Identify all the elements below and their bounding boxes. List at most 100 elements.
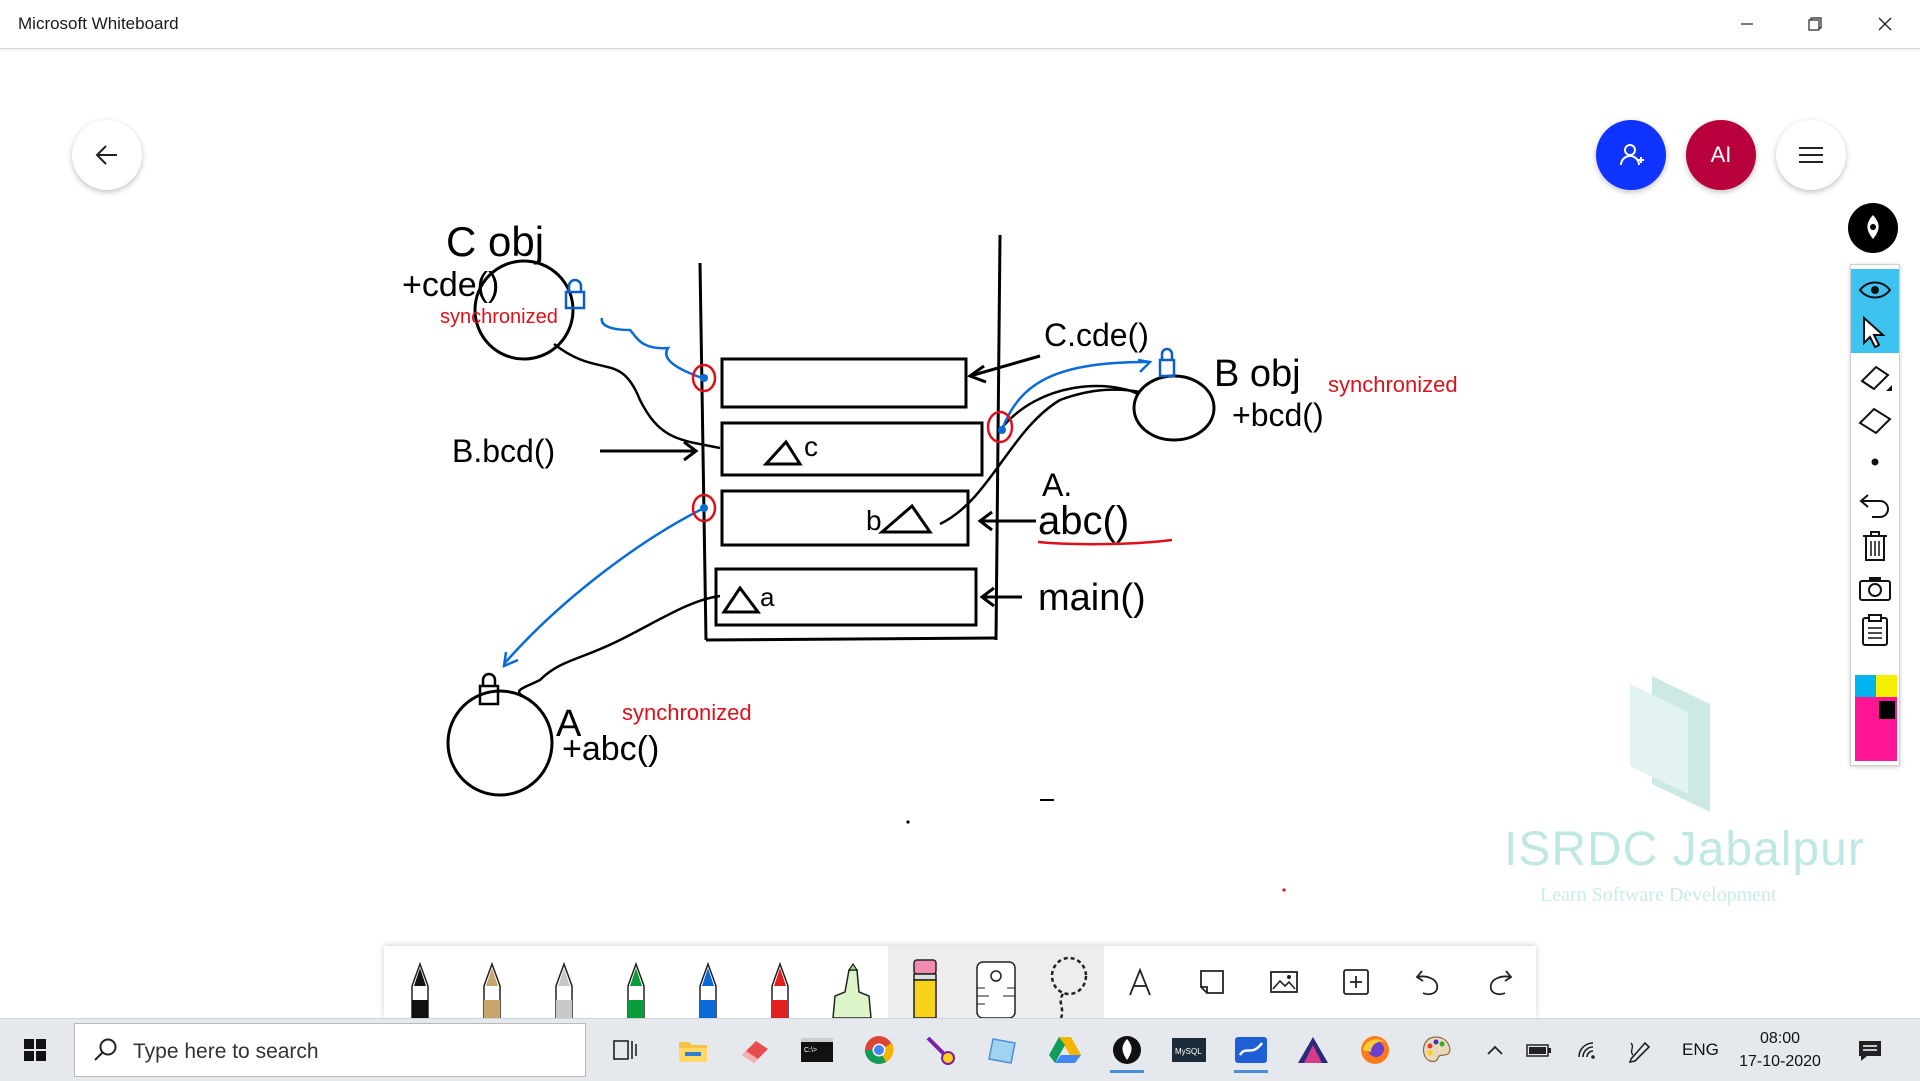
tray-clock[interactable]: 08:00 17-10-2020: [1720, 1027, 1840, 1073]
lock-c-icon: [566, 280, 584, 308]
start-button[interactable]: [0, 1019, 70, 1081]
sidebar-select-button[interactable]: [1851, 311, 1899, 353]
tray-battery[interactable]: [1522, 1019, 1556, 1081]
redo-icon: [1485, 967, 1515, 997]
close-button[interactable]: [1854, 0, 1916, 48]
taskbar-paint[interactable]: [1412, 1025, 1462, 1075]
link-c-to-frame: [554, 344, 720, 448]
tray-pen-workspace[interactable]: [1622, 1019, 1658, 1081]
taskbar-pointer-app[interactable]: [916, 1025, 966, 1075]
eraser-app-icon: [738, 1035, 772, 1065]
task-view-button[interactable]: [600, 1025, 650, 1075]
clock-date: 17-10-2020: [1720, 1050, 1840, 1073]
taskbar-whiteboard[interactable]: [1226, 1025, 1276, 1075]
taskbar-ide[interactable]: [1288, 1025, 1338, 1075]
frame-a-label: a: [760, 582, 775, 612]
window-title: Microsoft Whiteboard: [18, 14, 179, 34]
pen-tool-logo[interactable]: [1848, 203, 1898, 253]
label-b-method: +bcd(): [1232, 397, 1324, 433]
palette-swatch-cyan[interactable]: [1855, 675, 1876, 697]
sidebar-view-button[interactable]: [1851, 269, 1899, 311]
notification-icon: [1857, 1038, 1883, 1062]
label-a-method: +abc(): [562, 730, 659, 768]
taskbar-google-drive[interactable]: [1040, 1025, 1090, 1075]
pen-black-tool[interactable]: [384, 946, 456, 1018]
ruler-tool[interactable]: [960, 946, 1032, 1018]
arrow-c-call: [970, 356, 1040, 382]
inking-toolbar: [384, 946, 1536, 1018]
taskbar-eraser-app[interactable]: [730, 1025, 780, 1075]
palette-swatch-black[interactable]: [1879, 701, 1895, 719]
search-box[interactable]: Type here to search: [74, 1023, 586, 1077]
tray-language[interactable]: ENG: [1682, 1040, 1719, 1060]
minimize-button[interactable]: [1716, 0, 1778, 48]
pencil-tool[interactable]: [888, 946, 960, 1018]
arrow-b-call: [600, 442, 696, 460]
invite-button[interactable]: [1596, 120, 1666, 190]
sidebar-undo-button[interactable]: [1851, 483, 1899, 525]
lasso-tool[interactable]: [1032, 946, 1104, 1018]
pen-blue-tool[interactable]: [672, 946, 744, 1018]
dot-icon: [1870, 457, 1880, 467]
pen-nib-icon: [1858, 213, 1888, 243]
sticky-note-tool[interactable]: [1176, 946, 1248, 1018]
redo-button[interactable]: [1464, 946, 1536, 1018]
menu-button[interactable]: [1776, 120, 1846, 190]
sidebar-stroke-eraser-button[interactable]: [1851, 357, 1899, 399]
image-tool[interactable]: [1248, 946, 1320, 1018]
text-tool[interactable]: [1104, 946, 1176, 1018]
pen-red-tool[interactable]: [744, 946, 816, 1018]
taskbar-whiteboard-pen[interactable]: [1102, 1025, 1152, 1075]
restore-button[interactable]: [1784, 0, 1846, 48]
taskbar-file-explorer[interactable]: [668, 1025, 718, 1075]
sidebar-camera-button[interactable]: [1851, 567, 1899, 609]
frame-b-label: b: [866, 505, 882, 536]
hamburger-icon: [1797, 145, 1825, 165]
pen-icon: [400, 956, 440, 1018]
sidebar-thickness-button[interactable]: [1851, 441, 1899, 483]
taskbar-notepad[interactable]: [978, 1025, 1028, 1075]
sidebar-clipboard-button[interactable]: [1851, 609, 1899, 651]
taskbar-mysql[interactable]: MySQL: [1164, 1025, 1214, 1075]
stray-dot: [906, 820, 909, 823]
frame-abc: [722, 491, 968, 545]
triangle-a: [724, 588, 758, 612]
pen-nib-icon: [1111, 1034, 1143, 1066]
palette-swatch-yellow[interactable]: [1876, 675, 1897, 697]
mysql-icon: MySQL: [1171, 1036, 1207, 1064]
triangle-b: [882, 506, 930, 532]
trash-icon: [1860, 530, 1890, 562]
arrow-main: [982, 588, 1022, 606]
highlighter-tool[interactable]: [816, 946, 888, 1018]
eye-icon: [1858, 279, 1892, 301]
insert-tool[interactable]: [1320, 946, 1392, 1018]
pen-gold-tool[interactable]: [456, 946, 528, 1018]
undo-button[interactable]: [1392, 946, 1464, 1018]
right-sidebar: [1850, 264, 1900, 766]
tray-overflow-button[interactable]: [1478, 1019, 1512, 1081]
taskbar-chrome[interactable]: [854, 1025, 904, 1075]
tray-wifi[interactable]: [1570, 1019, 1606, 1081]
taskbar-terminal[interactable]: C:\>: [792, 1025, 842, 1075]
add-person-icon: [1616, 140, 1646, 170]
back-button[interactable]: [72, 120, 142, 190]
notification-center-button[interactable]: [1850, 1019, 1890, 1081]
avatar[interactable]: AI: [1686, 120, 1756, 190]
lock-link-a-head: [504, 652, 518, 666]
taskbar-firefox[interactable]: [1350, 1025, 1400, 1075]
pen-green-tool[interactable]: [600, 946, 672, 1018]
lock-a-icon: [480, 674, 498, 704]
label-a-call: abc(): [1038, 499, 1129, 543]
pen-silver-tool[interactable]: [528, 946, 600, 1018]
sidebar-color-palette[interactable]: [1855, 675, 1897, 761]
pen-icon: [616, 956, 656, 1018]
close-icon: [1877, 16, 1893, 32]
frame-main: [716, 569, 976, 625]
frame-bcd: [722, 423, 982, 475]
clipboard-icon: [1860, 613, 1890, 647]
watermark-title: ISRDC Jabalpur: [1504, 822, 1865, 877]
label-c-method: +cde(): [402, 266, 499, 304]
sidebar-eraser-button[interactable]: [1851, 399, 1899, 441]
sidebar-delete-button[interactable]: [1851, 525, 1899, 567]
label-c-call: C.cde(): [1044, 317, 1149, 353]
